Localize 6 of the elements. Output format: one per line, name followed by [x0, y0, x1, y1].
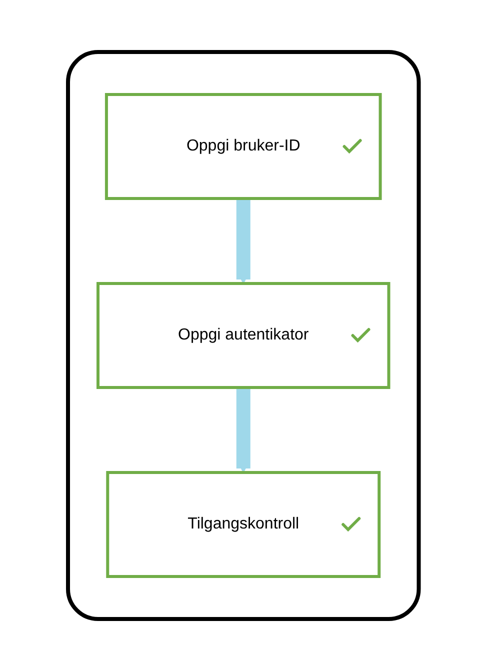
node-box: Tilgangskontroll — [106, 470, 380, 578]
node-box: Oppgi autentikator — [96, 282, 390, 388]
cluster — [66, 50, 420, 620]
node-box: Oppgi bruker-ID — [104, 92, 382, 200]
arrow — [236, 387, 250, 472]
arrow — [236, 198, 250, 284]
